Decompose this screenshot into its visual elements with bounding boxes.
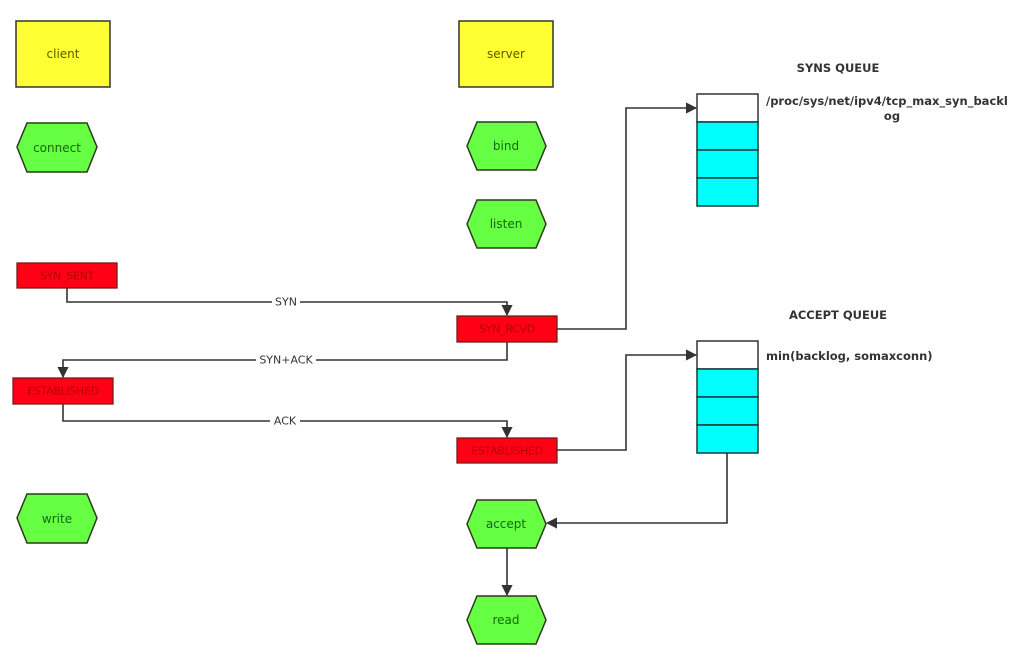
listen-step[interactable]: listen <box>466 199 547 249</box>
queue-slot-empty <box>696 93 759 123</box>
syns-queue[interactable] <box>696 93 759 207</box>
syns-queue-note-line1: /proc/sys/net/ipv4/tcp_max_syn_backl <box>766 94 1008 109</box>
queue-slot-filled <box>696 121 759 151</box>
queue-slot-filled <box>696 424 759 454</box>
queue-slot-filled <box>696 177 759 207</box>
server-established-state[interactable]: ESTABLISHED <box>456 437 558 464</box>
bind-label: bind <box>493 139 519 153</box>
accept-queue-note: min(backlog, somaxconn) <box>766 349 933 363</box>
syn-ack-label: SYN+ACK <box>259 354 313 367</box>
read-label: read <box>492 613 519 627</box>
queue-slot-filled <box>696 396 759 426</box>
queue-slot-filled <box>696 368 759 398</box>
ack-label: ACK <box>274 415 297 428</box>
client-box[interactable]: client <box>15 20 111 88</box>
connectors <box>57 102 728 597</box>
accept-label: accept <box>486 517 527 531</box>
queue-slot-empty <box>696 340 759 370</box>
syn-rcvd-to-syns-queue-arrow <box>557 102 698 330</box>
connect-step[interactable]: connect <box>16 122 98 173</box>
accept-queue-title: ACCEPT QUEUE <box>789 308 887 322</box>
edge-label-syn-ack: SYN+ACK <box>256 353 316 367</box>
syn-rcvd-state[interactable]: SYN_RCVD <box>456 315 558 343</box>
write-label: write <box>42 512 72 526</box>
syn-label: SYN <box>275 296 297 309</box>
connect-label: connect <box>33 141 81 155</box>
syns-queue-note-line2: og <box>884 109 900 123</box>
write-step[interactable]: write <box>16 493 98 544</box>
server-established-label: ESTABLISHED <box>471 445 543 458</box>
client-established-label: ESTABLISHED <box>27 385 99 398</box>
bind-step[interactable]: bind <box>466 121 547 171</box>
syn-sent-label: SYN_SENT <box>40 270 94 283</box>
queue-slot-filled <box>696 149 759 179</box>
listen-label: listen <box>490 217 523 231</box>
server-box[interactable]: server <box>458 20 554 88</box>
client-label: client <box>47 47 80 61</box>
accept-queue[interactable] <box>696 340 759 454</box>
edge-label-syn: SYN <box>272 295 300 309</box>
syns-queue-title: SYNS QUEUE <box>797 61 880 75</box>
syn-sent-state[interactable]: SYN_SENT <box>16 262 118 289</box>
edge-label-ack: ACK <box>270 414 300 428</box>
read-step[interactable]: read <box>466 595 547 645</box>
server-label: server <box>487 47 525 61</box>
accept-queue-to-accept-arrow <box>545 453 728 529</box>
syn-rcvd-label: SYN_RCVD <box>479 323 535 336</box>
established-to-accept-queue-arrow <box>557 349 698 451</box>
client-established-state[interactable]: ESTABLISHED <box>12 377 114 405</box>
accept-step[interactable]: accept <box>466 499 547 549</box>
